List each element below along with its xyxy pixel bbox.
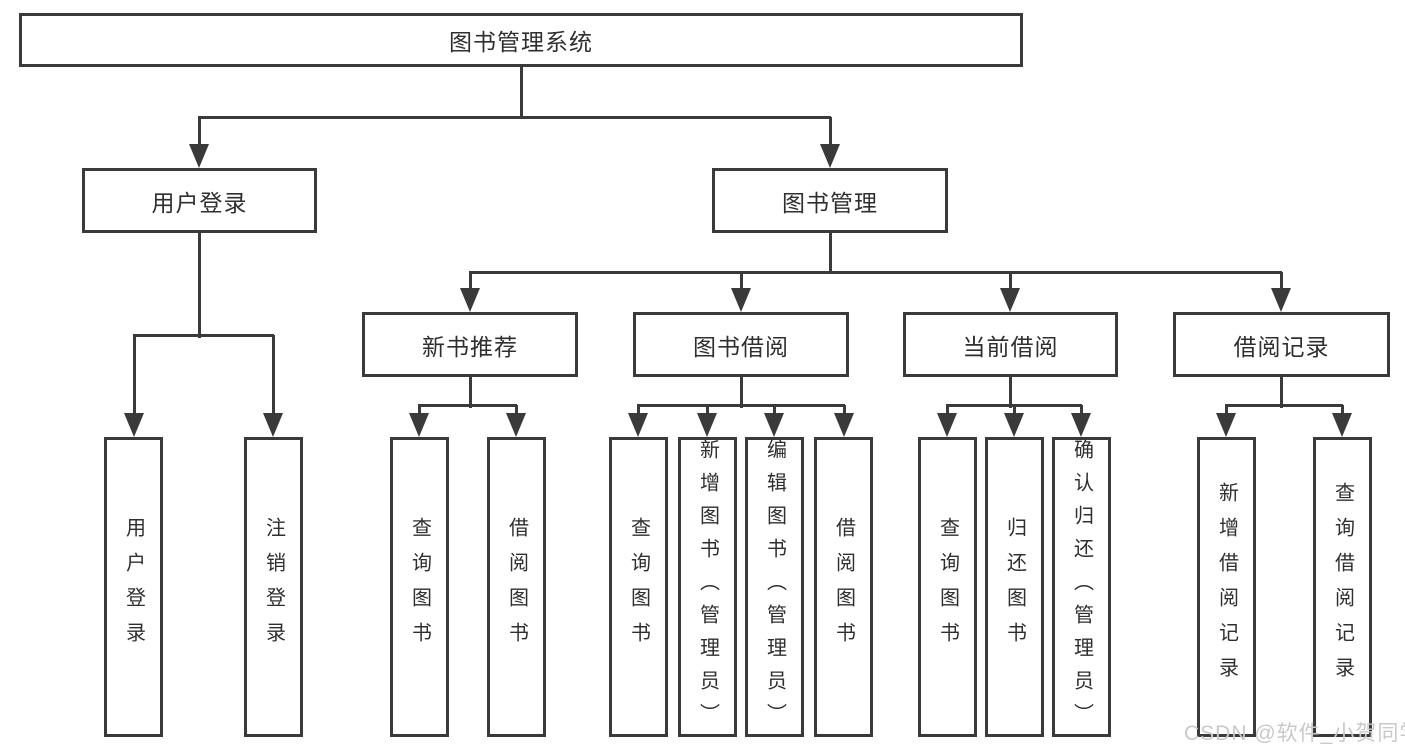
arrowhead-icon — [124, 413, 144, 437]
leaf-edit-book-admin-label: 编辑图书（管理员） — [763, 438, 786, 736]
arrowhead-icon — [1216, 413, 1236, 437]
node-user-login-label: 用户登录 — [151, 189, 248, 216]
leaf-return-book-label: 归还图书 — [1003, 517, 1026, 657]
connector-line — [198, 116, 831, 119]
connector-line — [637, 404, 845, 407]
connector-line — [740, 375, 743, 408]
arrowhead-icon — [628, 413, 648, 437]
connector-line — [829, 117, 832, 149]
arrowhead-icon — [263, 413, 283, 437]
arrowhead-icon — [460, 288, 480, 312]
arrowhead-icon — [834, 413, 854, 437]
leaf-query-book-3-label: 查询图书 — [936, 517, 959, 657]
connector-line — [198, 117, 201, 149]
arrowhead-icon — [764, 413, 784, 437]
arrowhead-icon — [1000, 288, 1020, 312]
connector-line — [1225, 404, 1343, 407]
leaf-add-borrow-record: 新增借阅记录 — [1197, 437, 1256, 737]
node-root-label: 图书管理系统 — [449, 29, 593, 55]
node-borrow-records: 借阅记录 — [1173, 312, 1390, 377]
connector-line — [1280, 375, 1283, 408]
leaf-borrow-book-1-label: 借阅图书 — [505, 517, 528, 657]
leaf-borrow-book-1: 借阅图书 — [487, 437, 546, 737]
leaf-confirm-return-admin-label: 确认归还（管理员） — [1070, 438, 1093, 736]
connector-line — [133, 335, 136, 417]
connector-line — [1341, 405, 1344, 417]
leaf-logout-label: 注销登录 — [262, 517, 285, 657]
arrowhead-icon — [937, 413, 957, 437]
arrowhead-icon — [697, 413, 717, 437]
leaf-add-borrow-record-label: 新增借阅记录 — [1215, 482, 1238, 692]
leaf-query-book-1: 查询图书 — [390, 437, 449, 737]
node-user-login: 用户登录 — [82, 168, 317, 233]
connector-line — [1080, 405, 1083, 417]
connector-line — [198, 232, 201, 338]
connector-line — [773, 405, 776, 417]
connector-line — [946, 405, 949, 417]
csdn-watermark: CSDN @软件_小贺同学 — [1184, 722, 1405, 745]
node-new-book-recommend-label: 新书推荐 — [422, 333, 518, 360]
arrowhead-icon — [1332, 413, 1352, 437]
arrowhead-icon — [409, 413, 429, 437]
leaf-query-book-1-label: 查询图书 — [408, 517, 431, 657]
connector-line — [829, 232, 832, 274]
leaf-query-book-3: 查询图书 — [918, 437, 977, 737]
leaf-confirm-return-admin: 确认归还（管理员） — [1052, 437, 1111, 737]
node-new-book-recommend: 新书推荐 — [362, 312, 578, 377]
arrowhead-icon — [820, 144, 840, 168]
connector-line — [133, 334, 274, 337]
node-current-borrow-label: 当前借阅 — [962, 333, 1059, 360]
leaf-user-login: 用户登录 — [104, 437, 163, 737]
arrowhead-icon — [1271, 288, 1291, 312]
leaf-query-book-2: 查询图书 — [609, 437, 668, 737]
leaf-user-login-label: 用户登录 — [122, 517, 145, 657]
node-root: 图书管理系统 — [19, 13, 1023, 67]
connector-line — [469, 271, 1282, 274]
connector-line — [1225, 405, 1228, 417]
node-borrow-records-label: 借阅记录 — [1233, 333, 1330, 360]
node-book-management-label: 图书管理 — [782, 189, 878, 216]
connector-line — [469, 375, 472, 408]
leaf-query-borrow-record-label: 查询借阅记录 — [1331, 482, 1354, 692]
leaf-edit-book-admin: 编辑图书（管理员） — [745, 437, 804, 737]
node-book-borrow-label: 图书借阅 — [693, 333, 789, 360]
connector-line — [740, 272, 743, 292]
arrowhead-icon — [731, 288, 751, 312]
node-current-borrow: 当前借阅 — [903, 312, 1118, 377]
connector-line — [706, 405, 709, 417]
connector-line — [1013, 405, 1016, 417]
leaf-borrow-book-2-label: 借阅图书 — [832, 517, 855, 657]
connector-line — [1280, 272, 1283, 292]
connector-line — [637, 405, 640, 417]
connector-line — [515, 405, 518, 417]
leaf-borrow-book-2: 借阅图书 — [814, 437, 873, 737]
node-book-management: 图书管理 — [712, 168, 948, 233]
connector-line — [843, 405, 846, 417]
leaf-add-book-admin-label: 新增图书（管理员） — [696, 438, 719, 736]
connector-line — [418, 405, 421, 417]
connector-line — [520, 66, 523, 119]
arrowhead-icon — [1071, 413, 1091, 437]
node-book-borrow: 图书借阅 — [633, 312, 849, 377]
arrowhead-icon — [1004, 413, 1024, 437]
connector-line — [272, 335, 275, 417]
leaf-query-borrow-record: 查询借阅记录 — [1313, 437, 1372, 737]
connector-line — [418, 404, 517, 407]
connector-line — [469, 272, 472, 292]
connector-line — [1009, 272, 1012, 292]
leaf-query-book-2-label: 查询图书 — [627, 517, 650, 657]
leaf-return-book: 归还图书 — [985, 437, 1044, 737]
connector-line — [1009, 375, 1012, 408]
arrowhead-icon — [189, 144, 209, 168]
leaf-logout: 注销登录 — [244, 437, 303, 737]
arrowhead-icon — [506, 413, 526, 437]
leaf-add-book-admin: 新增图书（管理员） — [678, 437, 737, 737]
